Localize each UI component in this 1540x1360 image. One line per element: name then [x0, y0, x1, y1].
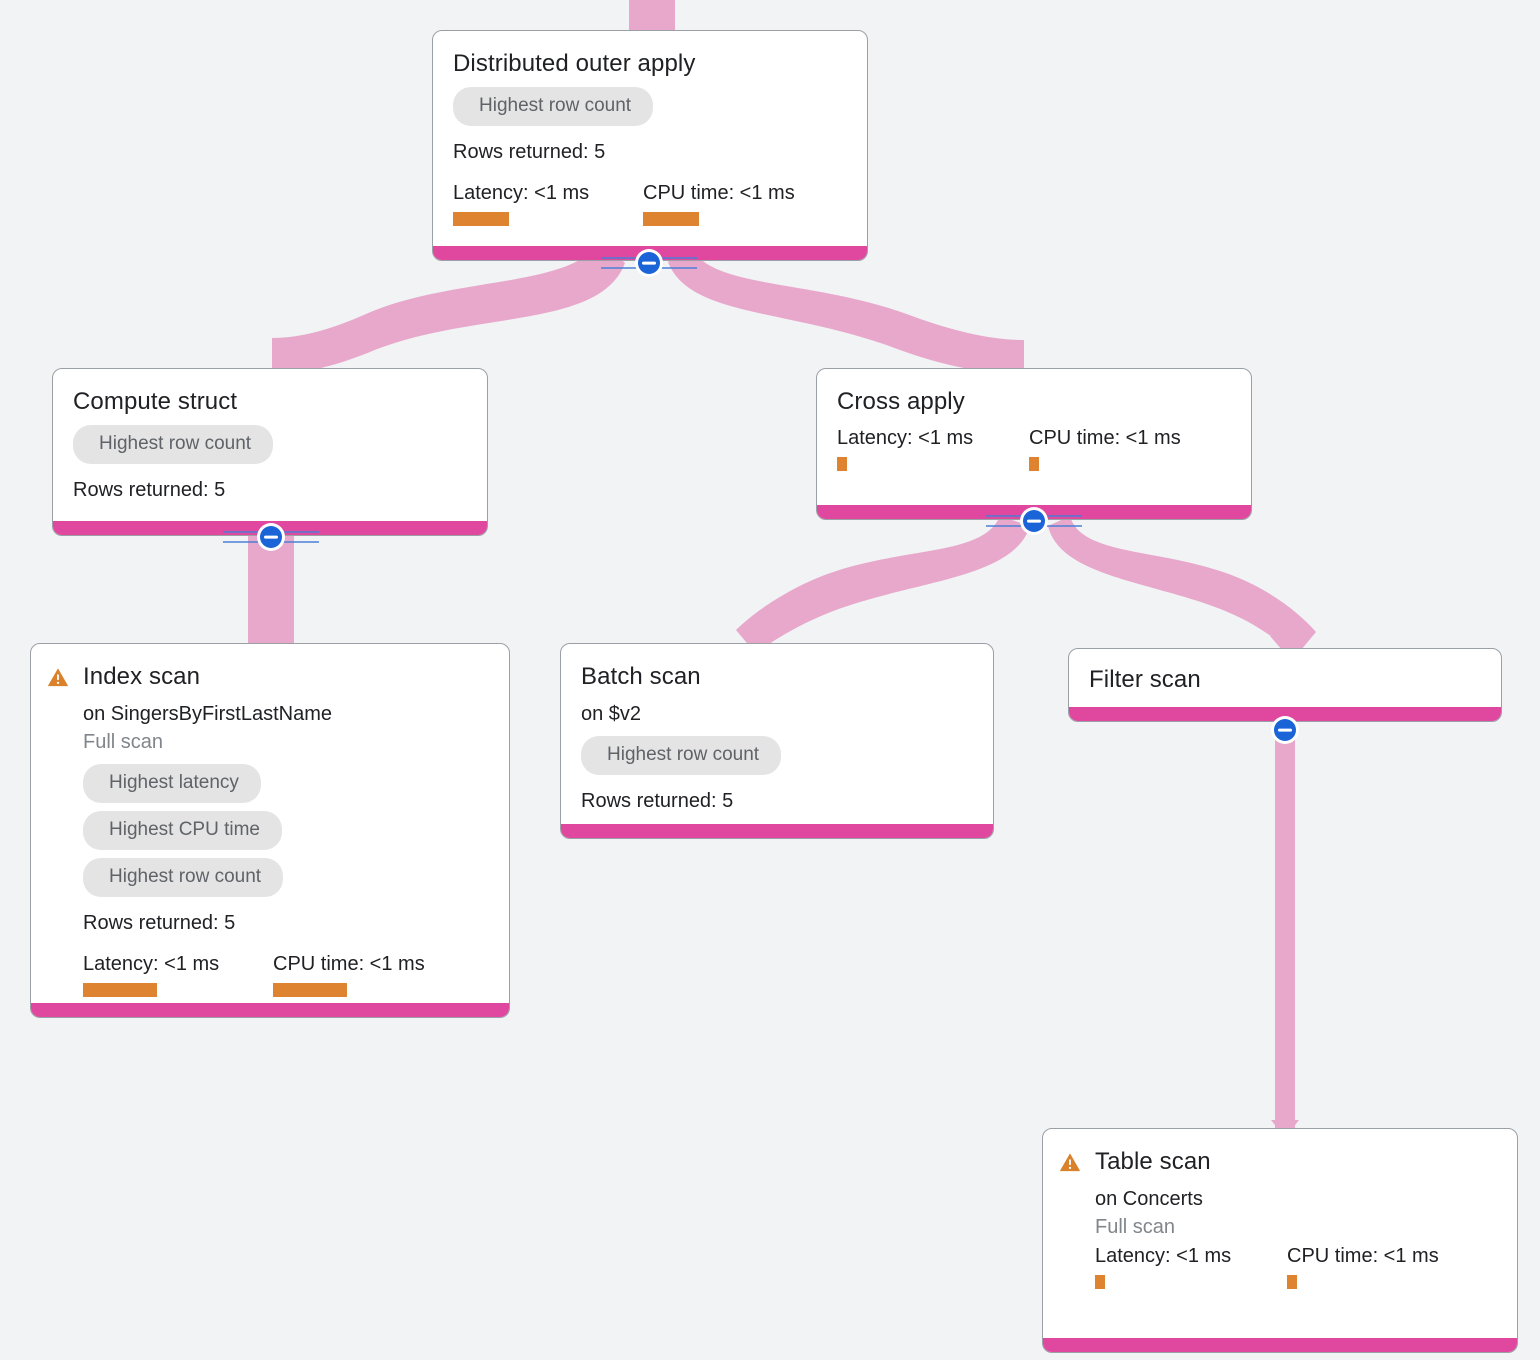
metric-cpu-time-label: CPU time: <1 ms [1287, 1245, 1439, 1267]
node-metrics: Latency: <1 ms CPU time: <1 ms [837, 425, 1231, 471]
edge-root-to-cross-apply-ribbon [668, 244, 1024, 374]
edge-compute-struct-to-index-scan [248, 536, 294, 650]
edge-input-to-root [629, 0, 675, 34]
node-title: Compute struct [73, 388, 238, 415]
metric-cpu-time-bar [643, 212, 699, 226]
plan-node-table-scan[interactable]: Table scan on Concerts Full scan Latency… [1042, 1128, 1518, 1353]
metric-cpu-time-label: CPU time: <1 ms [1029, 427, 1181, 449]
edge-cross-apply-to-filter-scan-ribbon [1048, 516, 1316, 656]
node-chips: Highest row count [581, 736, 973, 783]
metric-latency-label: Latency: <1 ms [83, 953, 220, 975]
metric-latency: Latency: <1 ms [1095, 1243, 1287, 1289]
node-rows-returned: Rows returned: 5 [83, 912, 236, 934]
metric-cpu-time: CPU time: <1 ms [1287, 1243, 1479, 1289]
node-metrics: Latency: <1 ms CPU time: <1 ms [1095, 1243, 1497, 1289]
collapse-toggle-cross-apply[interactable] [986, 506, 1082, 536]
plan-node-distributed-outer-apply[interactable]: Distributed outer apply Highest row coun… [432, 30, 868, 261]
collapse-toggle-filter-scan[interactable] [1270, 715, 1300, 745]
warning-triangle-icon [1060, 1153, 1080, 1172]
node-accent-bar [1043, 1338, 1517, 1352]
plan-node-cross-apply[interactable]: Cross apply Latency: <1 ms CPU time: <1 … [816, 368, 1252, 520]
metric-cpu-time-label: CPU time: <1 ms [273, 953, 425, 975]
metric-cpu-time: CPU time: <1 ms [1029, 425, 1221, 471]
node-subtitle: on SingersByFirstLastName [83, 703, 332, 725]
metric-latency: Latency: <1 ms [837, 425, 1029, 471]
chip-highest-cpu-time: Highest CPU time [83, 811, 282, 850]
metric-latency-label: Latency: <1 ms [1095, 1245, 1232, 1267]
node-title: Filter scan [1089, 666, 1201, 693]
node-metrics: Latency: <1 ms CPU time: <1 ms [453, 180, 847, 226]
node-accent-bar [31, 1003, 509, 1017]
node-title: Batch scan [581, 663, 701, 690]
chip-highest-latency: Highest latency [83, 764, 261, 803]
metric-latency-bar [1095, 1275, 1105, 1289]
node-subnote: Full scan [83, 731, 164, 753]
node-rows-returned: Rows returned: 5 [73, 479, 226, 501]
node-accent-bar [1069, 707, 1501, 721]
node-chips: Highest latency Highest CPU time Highest… [83, 764, 489, 905]
node-metrics: Latency: <1 ms CPU time: <1 ms [83, 951, 489, 997]
metric-latency-label: Latency: <1 ms [453, 182, 590, 204]
edge-cross-apply-to-batch-scan-ribbon2 [736, 516, 1030, 654]
node-title: Table scan [1095, 1148, 1211, 1175]
collapse-toggle-compute-struct[interactable] [223, 522, 319, 552]
metric-cpu-time-label: CPU time: <1 ms [643, 182, 795, 204]
metric-latency-bar [453, 212, 509, 226]
metric-latency-label: Latency: <1 ms [837, 427, 974, 449]
metric-latency-bar [83, 983, 157, 997]
metric-cpu-time: CPU time: <1 ms [273, 951, 463, 997]
chip-highest-row-count: Highest row count [83, 858, 284, 897]
edge-cross-apply-to-batch-scan-ribbon [762, 518, 1028, 648]
node-subnote: Full scan [1095, 1216, 1176, 1238]
node-subtitle: on $v2 [581, 703, 642, 725]
chip-highest-row-count: Highest row count [73, 425, 274, 464]
node-subtitle: on Concerts [1095, 1188, 1203, 1210]
chip-highest-row-count: Highest row count [453, 87, 654, 126]
plan-node-compute-struct[interactable]: Compute struct Highest row count Rows re… [52, 368, 488, 536]
metric-latency-bar [837, 457, 847, 471]
node-title: Distributed outer apply [453, 50, 696, 77]
node-accent-bar [561, 824, 993, 838]
node-chips: Highest row count [73, 425, 467, 472]
warning-triangle-icon [48, 668, 68, 687]
node-rows-returned: Rows returned: 5 [453, 141, 606, 163]
plan-node-index-scan[interactable]: Index scan on SingersByFirstLastName Ful… [30, 643, 510, 1018]
node-rows-returned: Rows returned: 5 [581, 790, 734, 812]
metric-cpu-time-bar [273, 983, 347, 997]
metric-cpu-time: CPU time: <1 ms [643, 180, 833, 226]
metric-latency: Latency: <1 ms [453, 180, 643, 226]
collapse-toggle-distributed-outer-apply[interactable] [601, 248, 697, 278]
metric-cpu-time-bar [1029, 457, 1039, 471]
metric-latency: Latency: <1 ms [83, 951, 273, 997]
edge-filter-scan-to-table-scan [1275, 730, 1295, 1130]
plan-node-filter-scan[interactable]: Filter scan [1068, 648, 1502, 722]
plan-node-batch-scan[interactable]: Batch scan on $v2 Highest row count Rows… [560, 643, 994, 839]
node-title: Index scan [83, 663, 201, 690]
chip-highest-row-count: Highest row count [581, 736, 782, 775]
metric-cpu-time-bar [1287, 1275, 1297, 1289]
node-chips: Highest row count [453, 87, 847, 134]
node-title: Cross apply [837, 388, 965, 415]
